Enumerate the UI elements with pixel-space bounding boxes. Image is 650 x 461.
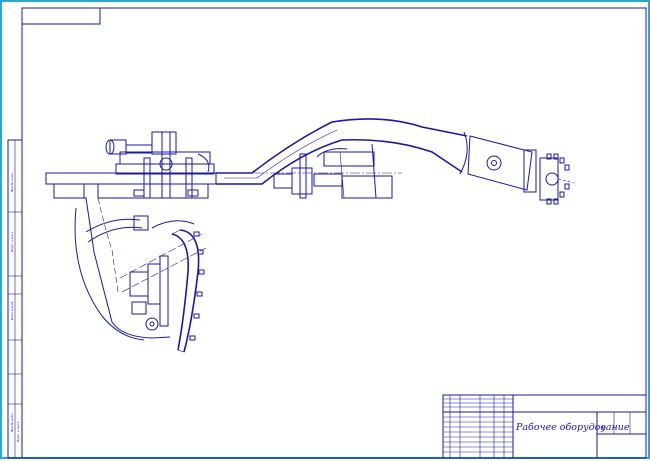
scraper-assembly xyxy=(72,197,207,353)
svg-text:Подп. и дата: Подп. и дата xyxy=(10,231,14,252)
cutter-head xyxy=(539,157,559,201)
drawing-title: Рабочее оборудование xyxy=(515,422,630,433)
svg-text:Подп. и дата: Подп. и дата xyxy=(16,421,20,442)
top-left-stamp xyxy=(21,7,101,25)
title-block: Рабочее оборудование у xyxy=(442,394,647,459)
sheet-letter: у xyxy=(600,423,606,432)
svg-text:Инв.№ дубл.: Инв.№ дубл. xyxy=(10,412,14,432)
boom-arm xyxy=(216,118,575,205)
svg-text:Взам.инв.№: Взам.инв.№ xyxy=(10,302,14,320)
base-plate xyxy=(45,172,217,185)
working-equipment-drawing xyxy=(45,118,575,353)
sheet-frame: Инв.№ подл. Подп. и дата Взам.инв.№ Инв.… xyxy=(7,7,647,459)
drive-unit xyxy=(105,131,215,199)
svg-text:Инв.№ подл.: Инв.№ подл. xyxy=(10,172,14,192)
clamp-assembly xyxy=(273,143,393,199)
